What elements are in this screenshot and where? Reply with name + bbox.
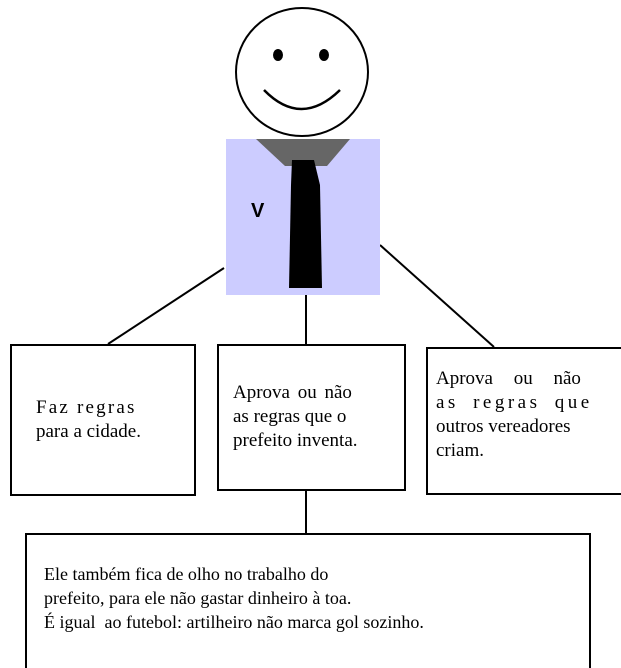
character-letter: V xyxy=(251,200,265,222)
role-box-middle-line-2: as regras que o xyxy=(233,406,347,427)
smile xyxy=(263,89,341,111)
summary-box: Ele também fica de olho no trabalho do p… xyxy=(25,533,591,668)
role-box-left-line-1: Faz regras xyxy=(36,397,137,418)
role-box-left-line-2: para a cidade. xyxy=(36,421,141,442)
left-eye xyxy=(273,49,283,61)
role-box-middle: Aprova ou não as regras que o prefeito i… xyxy=(217,344,406,491)
summary-line-1: Ele também fica de olho no trabalho do xyxy=(44,564,329,584)
role-box-middle-line-3: prefeito inventa. xyxy=(233,430,358,451)
smiley-face-icon xyxy=(235,7,369,137)
role-box-right-line-4: criam. xyxy=(436,440,485,461)
head-circle xyxy=(235,7,369,137)
role-box-right-line-2: as regras que xyxy=(436,392,593,413)
tie xyxy=(289,160,322,288)
role-box-right: Aprova ou não as regras que outros verea… xyxy=(426,347,621,495)
connector-left xyxy=(107,267,225,345)
connector-right xyxy=(379,244,495,348)
summary-line-3: É igual ao futebol: artilheiro não marca… xyxy=(44,612,424,632)
role-box-left: Faz regras para a cidade. xyxy=(10,344,196,496)
role-box-right-line-1: Aprova ou não xyxy=(436,368,581,389)
role-box-middle-line-1: Aprova ou não xyxy=(233,382,352,403)
summary-line-2: prefeito, para ele não gastar dinheiro à… xyxy=(44,588,352,608)
role-box-right-line-3: outros vereadores xyxy=(436,416,571,437)
right-eye xyxy=(319,49,329,61)
bow-tie xyxy=(256,139,350,166)
